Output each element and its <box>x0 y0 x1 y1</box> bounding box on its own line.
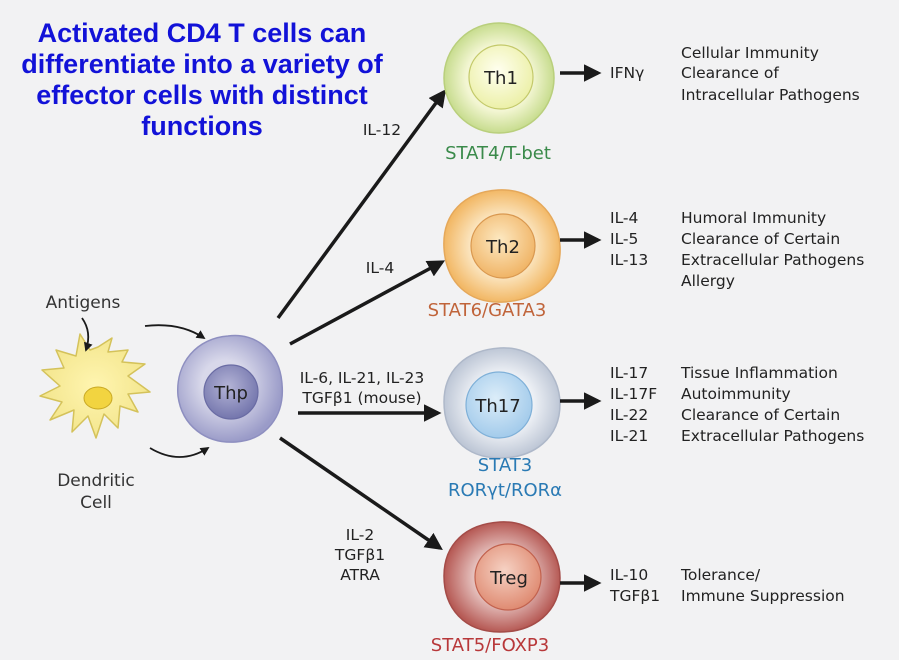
signal-treg-line3: ATRA <box>340 566 380 584</box>
arrow-to-th2 <box>289 260 446 346</box>
dc-to-thp-arrow-bottom <box>149 447 210 458</box>
treg-label: Treg <box>489 568 528 589</box>
th17-cytokine: IL-17F <box>610 385 657 403</box>
arrow-to-treg <box>279 436 443 550</box>
th1-transcription-factor: STAT4/T-bet <box>445 143 551 164</box>
th17-label: Th17 <box>474 396 520 417</box>
th1-label: Th1 <box>483 68 518 89</box>
th17-cell <box>443 347 561 459</box>
dendritic-cell <box>39 333 151 439</box>
thp-cell <box>177 334 284 443</box>
th17-cytokine: IL-21 <box>610 427 648 445</box>
th2-function: Extracellular Pathogens <box>681 251 864 269</box>
th2-function: Allergy <box>681 272 735 290</box>
page-title: Activated CD4 T cells can differentiate … <box>21 18 383 141</box>
th17-function: Tissue Inflammation <box>680 364 838 382</box>
th17-function: Clearance of Certain <box>681 406 840 424</box>
th2-function: Clearance of Certain <box>681 230 840 248</box>
th2-cell <box>443 189 561 303</box>
antigen-uptake-arrow <box>81 317 93 352</box>
th17-cytokine: IL-22 <box>610 406 648 424</box>
antigens-label: Antigens <box>46 293 121 313</box>
signal-th1: IL-12 <box>363 121 401 139</box>
dendritic-cell-label-line2: Cell <box>80 493 112 513</box>
th2-cytokine: IL-13 <box>610 251 648 269</box>
treg-function: Tolerance/ <box>680 566 761 584</box>
dc-to-thp-arrow-top <box>144 324 206 339</box>
th1-cytokine: IFNγ <box>610 64 644 82</box>
signal-treg-line1: IL-2 <box>346 526 374 544</box>
dendritic-cell-label-line1: Dendritic <box>57 471 135 491</box>
th2-cytokine: IL-5 <box>610 230 638 248</box>
th17-cytokine: IL-17 <box>610 364 648 382</box>
th1-function: Intracellular Pathogens <box>681 86 860 104</box>
signal-treg-line2: TGFβ1 <box>334 546 385 564</box>
th17-function: Extracellular Pathogens <box>681 427 864 445</box>
th17-transcription-factor-line2: RORγt/RORα <box>448 480 562 501</box>
th2-function: Humoral Immunity <box>681 209 826 227</box>
signal-th17-line1: IL-6, IL-21, IL-23 <box>300 369 425 387</box>
treg-transcription-factor: STAT5/FOXP3 <box>431 635 549 656</box>
treg-cytokine: IL-10 <box>610 566 648 584</box>
th1-function: Cellular Immunity <box>681 44 819 62</box>
treg-function: Immune Suppression <box>681 587 845 605</box>
th1-function: Clearance of <box>681 64 779 82</box>
signal-th17-line2: TGFβ1 (mouse) <box>301 389 421 407</box>
arrow-to-th1 <box>276 89 447 320</box>
treg-cell <box>443 521 561 633</box>
th2-transcription-factor: STAT6/GATA3 <box>428 300 547 321</box>
th2-label: Th2 <box>485 237 520 258</box>
th1-cell <box>443 22 555 134</box>
thp-label: Thp <box>213 383 248 404</box>
th17-function: Autoimmunity <box>681 385 791 403</box>
th17-transcription-factor-line1: STAT3 <box>478 455 532 476</box>
treg-cytokine: TGFβ1 <box>609 587 660 605</box>
signal-th2: IL-4 <box>366 259 394 277</box>
th2-cytokine: IL-4 <box>610 209 638 227</box>
